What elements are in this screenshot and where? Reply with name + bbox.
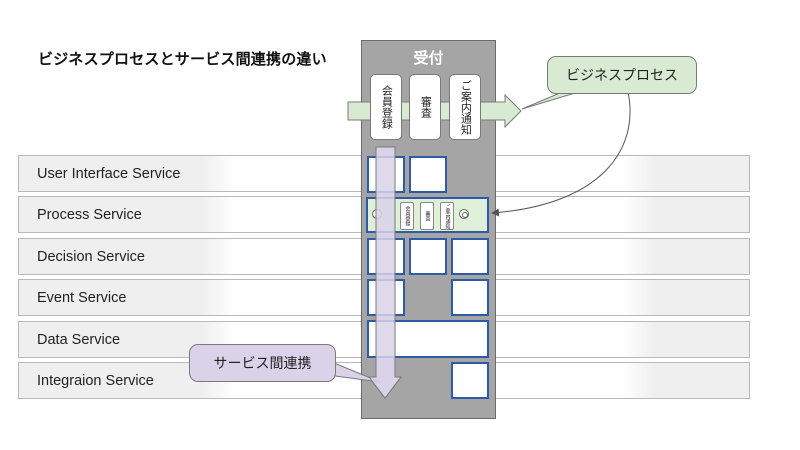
- row-label: Integraion Service: [37, 373, 154, 389]
- ui-service-box: [409, 156, 447, 193]
- process-task-review: 審査: [420, 202, 434, 230]
- process-task-notification: ご案内通知: [440, 202, 454, 230]
- page-title: ビジネスプロセスとサービス間連携の違い: [38, 50, 327, 68]
- decision-service-box: [409, 238, 447, 275]
- reception-column-title: 受付: [413, 49, 444, 67]
- task-card-notification: ご案内通知: [449, 74, 481, 140]
- row-label: User Interface Service: [37, 166, 181, 182]
- process-task-member-registration: 会員登録: [400, 202, 414, 230]
- decision-service-box: [451, 238, 489, 275]
- row-label: Event Service: [37, 290, 127, 306]
- task-card-member-registration: 会員登録: [370, 74, 402, 140]
- business-process-callout: ビジネスプロセス: [547, 56, 697, 94]
- callout-tail-green: [521, 92, 576, 110]
- integration-service-box: [451, 362, 489, 399]
- process-end-event: [459, 209, 469, 219]
- row-label: Data Service: [37, 332, 121, 348]
- service-integration-callout: サービス間連携: [189, 344, 336, 382]
- task-card-review: 審査: [409, 74, 441, 140]
- row-label: Process Service: [37, 207, 142, 223]
- event-service-box: [451, 279, 489, 316]
- callout-pointer-curve: [491, 91, 631, 217]
- row-label: Decision Service: [37, 249, 145, 265]
